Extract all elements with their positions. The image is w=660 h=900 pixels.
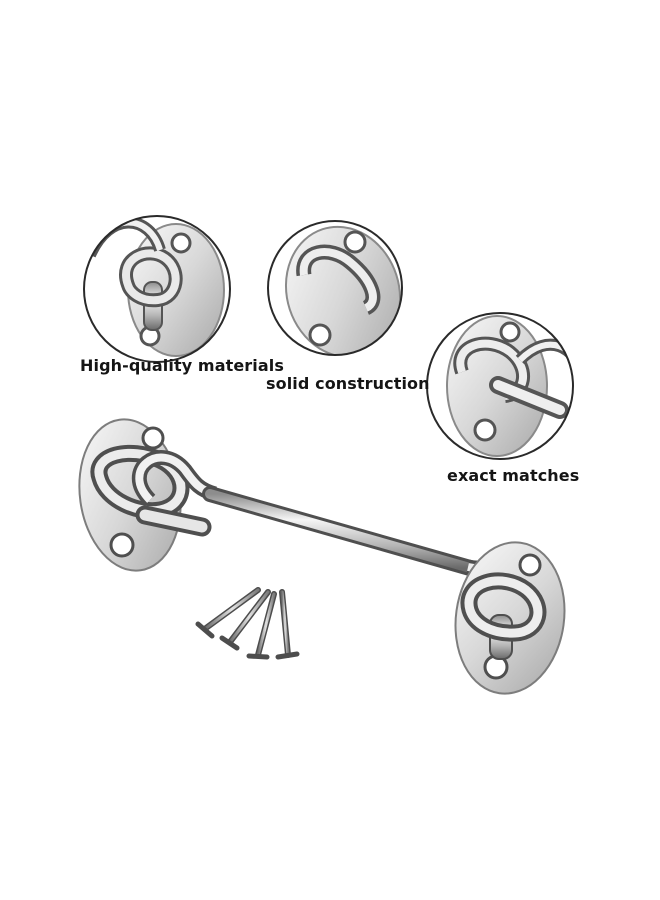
caption-exact-matches: exact matches <box>447 466 580 485</box>
screw-icon <box>246 591 277 660</box>
detail-circle-3 <box>427 313 573 459</box>
detail-circle-1 <box>84 216 230 362</box>
detail-circle-1-ring <box>83 215 231 363</box>
hook-latch-image <box>78 418 566 695</box>
screw-icon <box>275 589 300 660</box>
detail-circle-2 <box>268 221 402 355</box>
screw-icon <box>195 587 261 639</box>
caption-solid-construction: solid construction <box>266 374 430 393</box>
screw-icon <box>219 589 271 651</box>
detail-circle-3-ring <box>426 312 574 460</box>
caption-high-quality-materials: High-quality materials <box>80 356 284 375</box>
screws <box>195 587 300 660</box>
detail-circle-2-ring <box>267 220 403 356</box>
